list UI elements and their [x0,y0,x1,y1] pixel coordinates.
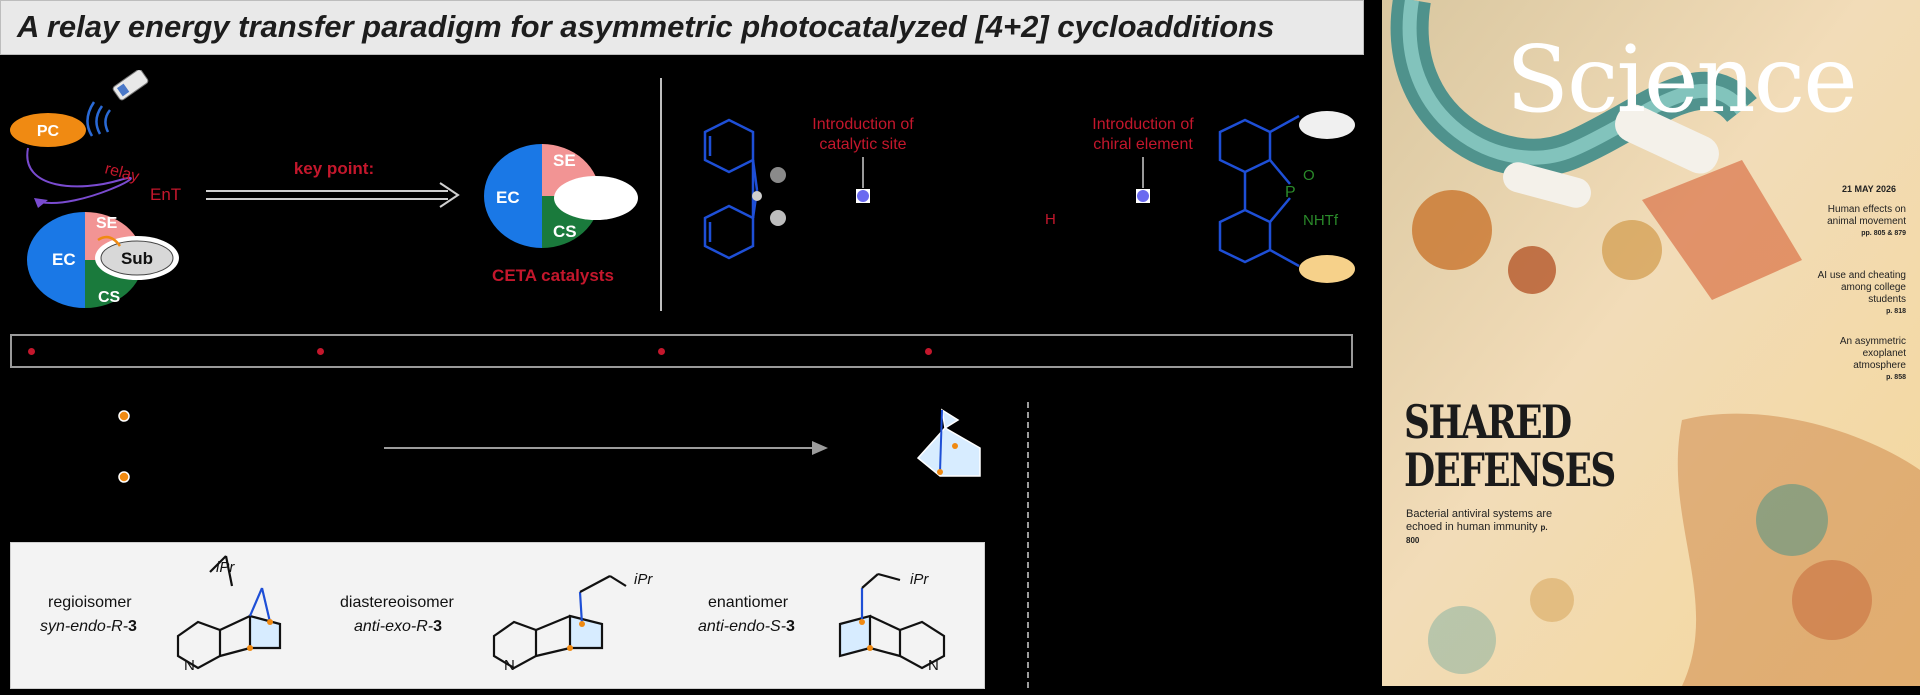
pc-label: PC [37,123,60,140]
steric-group-top [1299,111,1355,139]
ipr-label-1: iPr [216,559,235,576]
pc-ellipse [10,113,86,147]
isomer-structures: iPr N iPr N iPr N [176,555,946,674]
transfer-arrow [97,235,122,247]
reaction-arrow-icon [812,441,828,455]
n-label-1: N [184,657,195,674]
relay-curve [26,147,132,204]
section-divider [660,78,662,311]
o-label: O [1303,167,1315,184]
cover-date: 21 MAY 2026 [1842,184,1897,194]
isomer-name-1: regioisomer [48,594,132,611]
n-label-3: N [928,657,939,674]
binaphthyl-phosphoramide-structure [1218,114,1300,268]
isomer-name-2: diastereoisomer [340,594,454,611]
steric-group-bottom [1299,255,1355,283]
reaction-scheme [118,408,981,483]
ceta-catalyst-small [484,144,638,248]
catalytic-site-label: Introduction of [812,116,914,133]
cover-teaser-2: AI use and cheating among college studen… [1817,270,1906,315]
page-title: A relay energy transfer paradigm for asy… [17,9,1275,44]
p-label: P [1285,184,1296,201]
bullet-dot-3 [658,348,665,355]
isomer-structure-3 [838,572,946,670]
ceta-label: CETA catalysts [492,266,614,285]
nhtf-label: NHTf [1303,212,1339,229]
n-label-2: N [504,657,515,674]
isomer-structure-2 [492,575,627,670]
isomer-panel [10,542,985,689]
science-cover: Science 21 MAY 2026 Human effects on ani… [1382,0,1920,686]
se-label-small: SE [553,151,576,170]
cover-deck: Bacterial antiviral systems are echoed i… [1406,508,1553,545]
ceta-scheme: PC relay EnT EC SE CS Sub key point: EC … [10,70,638,308]
light-waves-icon [86,101,112,137]
double-arrow-icon [439,182,460,208]
ec-label-small: EC [496,188,520,207]
h-label: H [1045,211,1056,228]
isomer-label-3: anti-endo-S-3 [698,618,795,635]
bullet-dot-2 [317,348,324,355]
chiral-element-label: Introduction of [1092,116,1194,133]
bullet-orange-1 [118,410,130,422]
fluorene-structure [703,118,759,260]
isomer-label-1: syn-endo-R-3 [40,618,137,635]
bullet-row [10,334,1353,368]
cover-artwork [1382,0,1920,686]
ceta-catalyst-large [27,212,179,308]
flashlight-icon [112,70,149,101]
dashed-divider [1027,402,1029,688]
cs-label: CS [98,289,121,306]
bullet-dot-1 [28,348,35,355]
ipr-label-3: iPr [910,571,929,588]
ipr-label-2: iPr [634,571,653,588]
ent-label: EnT [150,185,181,204]
bullet-dot-4 [925,348,932,355]
cs-label-small: CS [553,222,577,241]
bicyclic-product-icon [916,408,981,477]
se-label: SE [96,215,118,232]
key-point-label: key point: [294,159,374,178]
isomer-label-2: anti-exo-R-3 [354,618,443,635]
ec-label: EC [52,250,76,269]
isomer-name-3: enantiomer [708,594,789,611]
title-bar: A relay energy transfer paradigm for asy… [0,0,1364,55]
sub-label: Sub [121,249,153,268]
bullet-orange-2 [118,471,130,483]
cover-masthead: Science [1506,26,1858,133]
